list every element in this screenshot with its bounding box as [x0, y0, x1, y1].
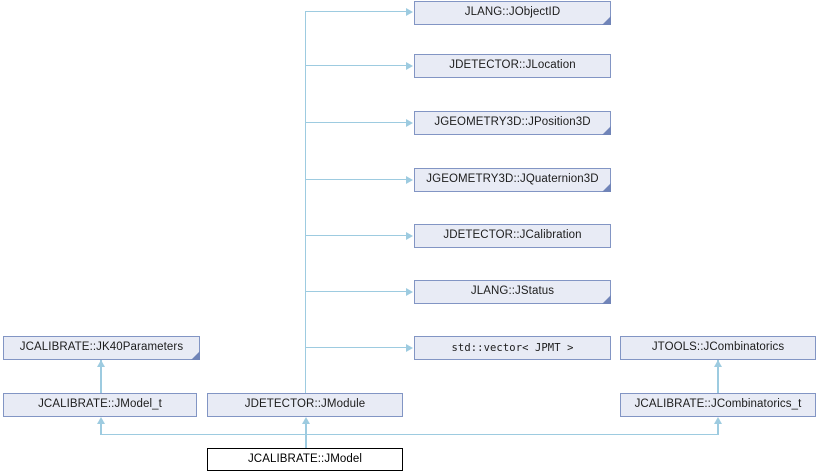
class-node-label: JLANG::JStatus	[470, 285, 555, 298]
edge-jmodel_t-to-jk40parameters	[100, 360, 102, 393]
class-node-label: JDETECTOR::JLocation	[449, 59, 576, 72]
arrowhead-jlocation	[406, 62, 413, 70]
edge-jmodule-to-jquaternion3d	[305, 179, 407, 180]
edge-jmodel-to-jmodule	[305, 424, 307, 448]
class-node-label: JDETECTOR::JModule	[244, 398, 366, 411]
edge-jmodule-to-jlocation	[305, 65, 407, 66]
edge-jcombinatorics_t-to-jcombinatorics	[717, 360, 719, 393]
arrowhead-jcombinatorics_t	[714, 417, 722, 424]
class-node-label: JCALIBRATE::JCombinatorics_t	[634, 398, 802, 411]
class-node-jlocation[interactable]: JDETECTOR::JLocation	[414, 54, 611, 78]
class-node-jmodule[interactable]: JDETECTOR::JModule	[207, 393, 403, 417]
arrowhead-jstatus	[406, 288, 413, 296]
corner-fold-icon	[602, 295, 611, 304]
corner-fold-icon	[602, 126, 611, 135]
arrowhead-jk40parameters	[97, 360, 105, 367]
edge-jmodule-to-stdvectorjpmt	[305, 347, 407, 348]
arrowhead-jcombinatorics	[714, 360, 722, 367]
class-node-jmodel-current[interactable]: JCALIBRATE::JModel	[207, 448, 403, 471]
class-node-jposition3d[interactable]: JGEOMETRY3D::JPosition3D	[414, 111, 611, 135]
class-node-jcalibration[interactable]: JDETECTOR::JCalibration	[414, 224, 611, 248]
arrowhead-jmodule	[302, 417, 310, 424]
arrowhead-jposition3d	[406, 119, 413, 127]
class-node-label: JLANG::JObjectID	[464, 6, 561, 19]
class-node-jcombinatorics-t[interactable]: JCALIBRATE::JCombinatorics_t	[620, 393, 816, 417]
class-node-label: JTOOLS::JCombinatorics	[651, 341, 785, 354]
class-node-label: JCALIBRATE::JK40Parameters	[19, 341, 184, 354]
corner-fold-icon	[602, 16, 611, 25]
class-node-jmodel-t[interactable]: JCALIBRATE::JModel_t	[3, 393, 197, 417]
arrowhead-jmodel_t	[97, 417, 105, 424]
edge-jmodel-bus-right-riser	[717, 424, 719, 435]
edge-jmodule-to-jcalibration	[305, 235, 407, 236]
class-node-jobjectid[interactable]: JLANG::JObjectID	[414, 1, 611, 25]
class-node-jcombinatorics[interactable]: JTOOLS::JCombinatorics	[620, 336, 816, 360]
edge-jmodule-to-jobjectid	[305, 11, 407, 12]
arrowhead-jcalibration	[406, 232, 413, 240]
corner-fold-icon	[602, 183, 611, 192]
class-node-label: JCALIBRATE::JModel_t	[38, 398, 162, 411]
edge-jmodel-bus	[100, 434, 719, 435]
arrowhead-jobjectid	[406, 8, 413, 16]
class-node-label: JGEOMETRY3D::JQuaternion3D	[426, 173, 599, 186]
class-node-jstatus[interactable]: JLANG::JStatus	[414, 280, 611, 304]
arrowhead-stdvectorjpmt	[406, 344, 413, 352]
class-node-jk40parameters[interactable]: JCALIBRATE::JK40Parameters	[3, 336, 200, 360]
class-node-label: std::vector< JPMT >	[451, 341, 574, 354]
class-node-label: JGEOMETRY3D::JPosition3D	[434, 116, 591, 129]
edge-jmodule-to-jposition3d	[305, 122, 407, 123]
corner-fold-icon	[191, 351, 200, 360]
edge-jmodule-trunk	[305, 11, 306, 393]
arrowhead-jquaternion3d	[406, 176, 413, 184]
class-node-std-vector-jpmt[interactable]: std::vector< JPMT >	[414, 336, 611, 360]
class-node-label: JCALIBRATE::JModel	[247, 452, 363, 465]
class-node-jquaternion3d[interactable]: JGEOMETRY3D::JQuaternion3D	[414, 168, 611, 192]
edge-jmodel-bus-left-riser	[100, 424, 102, 435]
edge-jmodule-to-jstatus	[305, 291, 407, 292]
class-node-label: JDETECTOR::JCalibration	[443, 229, 582, 242]
